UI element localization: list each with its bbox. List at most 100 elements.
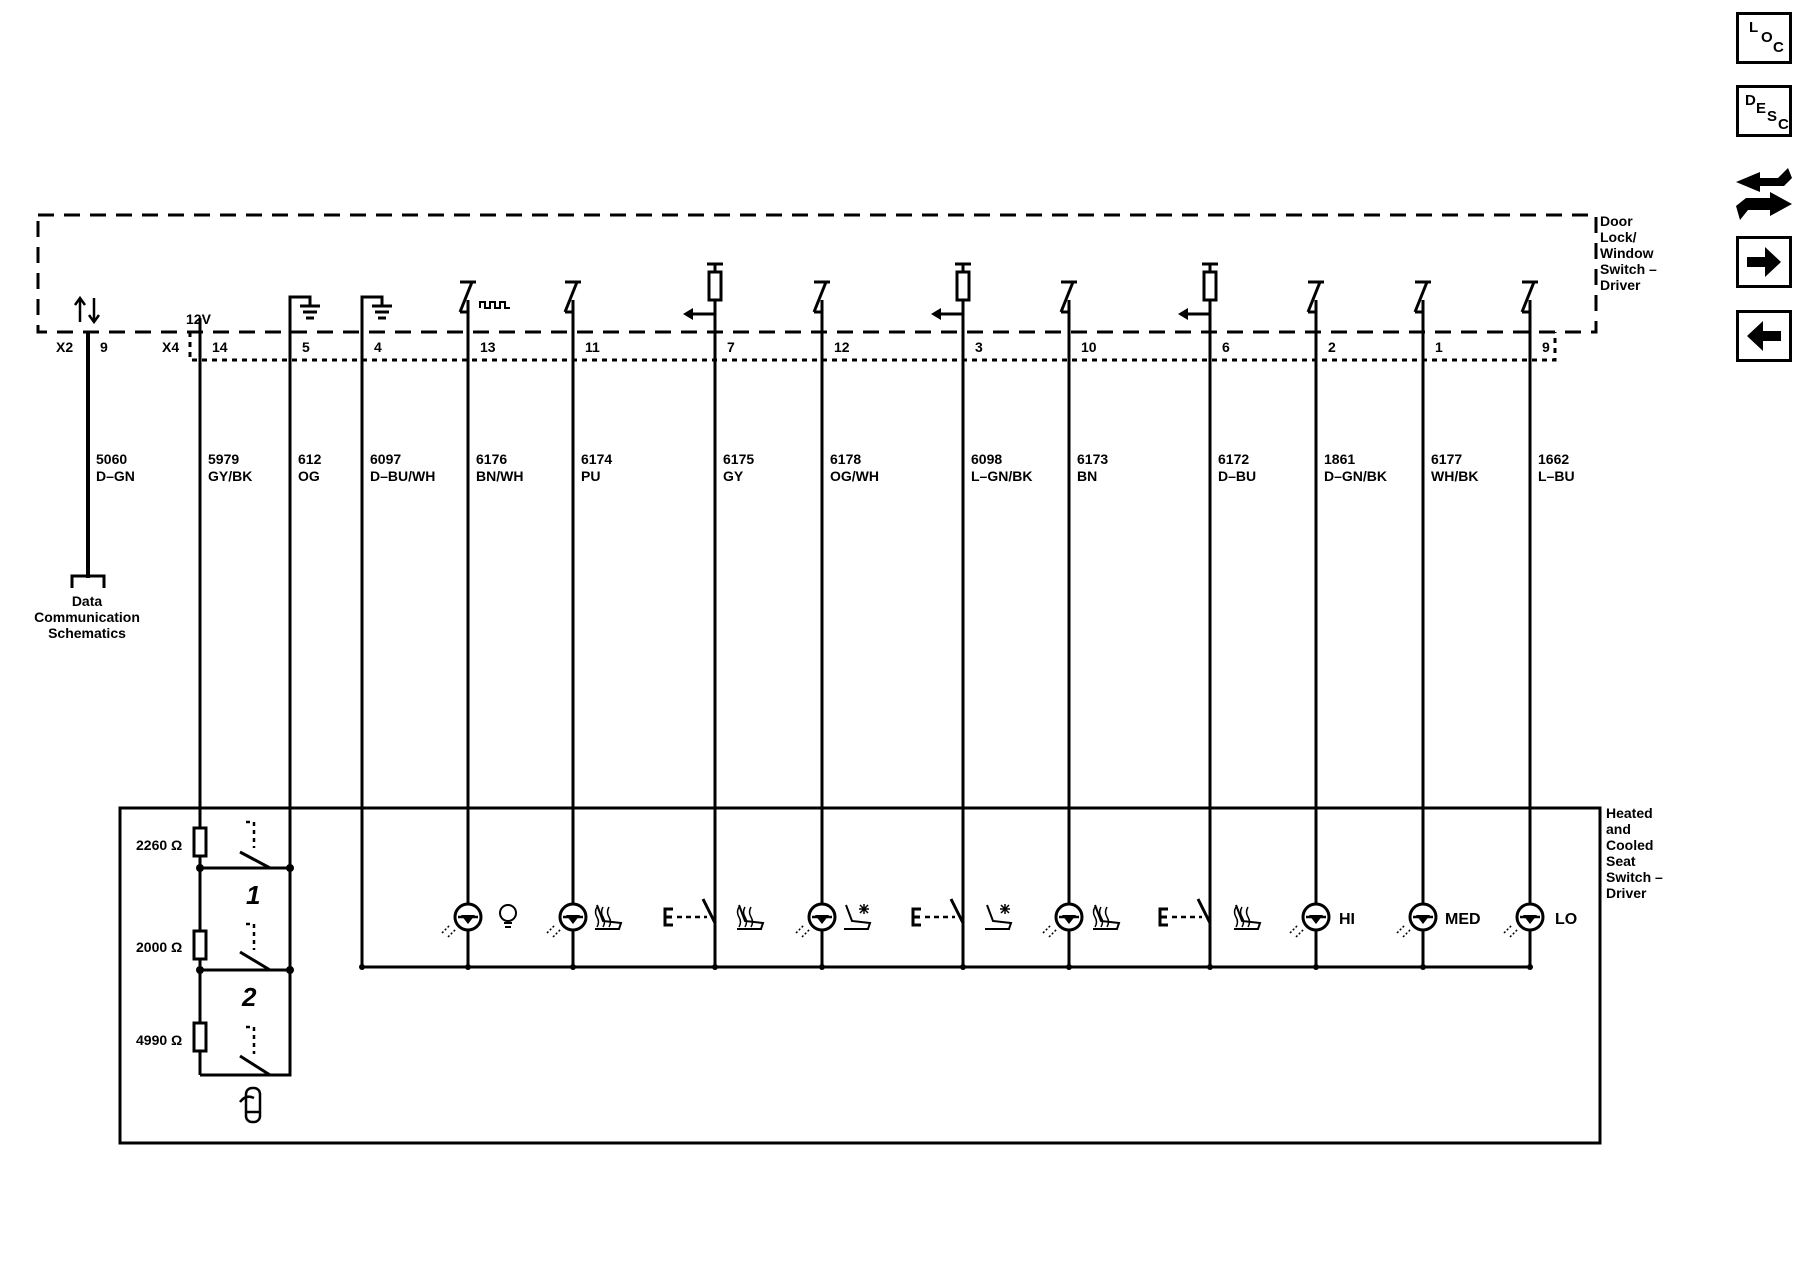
swap-arrows-icon[interactable] xyxy=(1730,164,1796,226)
upper-module-name-line: Door xyxy=(1600,213,1633,229)
snowflake-icon xyxy=(1000,904,1010,914)
junction-dot xyxy=(1207,964,1213,970)
switch-contact-icon xyxy=(812,281,828,313)
pin-number: 4 xyxy=(374,339,382,355)
circuit-number: 6175 xyxy=(723,451,754,467)
circuit-number: 6172 xyxy=(1218,451,1249,467)
wire-color: D–GN xyxy=(96,468,135,484)
pullup-resistor-icon xyxy=(1202,270,1218,302)
memory-switch-2 xyxy=(239,950,271,972)
pin-number: 3 xyxy=(975,339,983,355)
seat-icon xyxy=(737,904,765,930)
circuit-number: 612 xyxy=(298,451,322,467)
resistor-label: 2260 Ω xyxy=(136,837,182,853)
led-icon xyxy=(1062,915,1076,924)
wire-color: D–BU xyxy=(1218,468,1256,484)
resistor-icon xyxy=(192,929,208,961)
led-light-rays-icon xyxy=(801,928,811,938)
input-arrow-icon xyxy=(1178,308,1188,320)
wire-color: D–GN/BK xyxy=(1324,468,1387,484)
led-light-rays-icon xyxy=(447,928,457,938)
lower-module-name-line: Driver xyxy=(1606,885,1647,901)
heat-waves-icon xyxy=(736,906,742,928)
upper-module-name-line: Window xyxy=(1600,245,1654,261)
lamp-icon xyxy=(499,904,517,922)
junction-dot xyxy=(1066,964,1072,970)
wire-color: BN/WH xyxy=(476,468,523,484)
circuit-number: 1662 xyxy=(1538,451,1569,467)
loc-letter: O xyxy=(1761,29,1773,46)
switch-contact-icon xyxy=(563,281,579,313)
wire-color: OG xyxy=(298,468,320,484)
junction-dot xyxy=(1527,964,1533,970)
desc-letter: D xyxy=(1745,92,1756,109)
lower-module-name-line: Seat xyxy=(1606,853,1636,869)
resistor-label: 4990 Ω xyxy=(136,1032,182,1048)
description-view-button[interactable]: D E S C xyxy=(1736,85,1792,137)
input-arrow-icon xyxy=(683,308,693,320)
location-view-button[interactable]: L O C xyxy=(1736,12,1792,64)
junction-dot xyxy=(712,964,718,970)
lower-module-name-line: Cooled xyxy=(1606,837,1653,853)
indicator-label-lo: LO xyxy=(1555,911,1577,928)
pin-number: 13 xyxy=(480,339,496,355)
switch-contact-icon xyxy=(458,281,474,313)
next-page-button[interactable] xyxy=(1736,236,1792,288)
memory-preset-label: 2 xyxy=(241,982,257,1012)
memory-resistor-ladder xyxy=(192,808,294,1077)
heat-waves-icon xyxy=(1098,906,1104,928)
seat-exit-icon xyxy=(239,1086,262,1124)
pin-number: 5 xyxy=(302,339,310,355)
wire-color: GY/BK xyxy=(208,468,252,484)
pushbutton-contact xyxy=(1196,898,1212,924)
junction-dot xyxy=(1313,964,1319,970)
led-icon xyxy=(1309,915,1323,924)
circuit-number: 1861 xyxy=(1324,451,1355,467)
resistor-icon xyxy=(192,1021,208,1053)
circuit-number: 6176 xyxy=(476,451,507,467)
connector-x2-label: X2 xyxy=(56,339,73,355)
lower-module-name-line: Switch – xyxy=(1606,869,1663,885)
led-icon xyxy=(1416,915,1430,924)
pin-number: 11 xyxy=(585,339,600,355)
circuit-number: 6174 xyxy=(581,451,612,467)
switch-contact-icon xyxy=(1413,281,1429,313)
heat-waves-icon xyxy=(1092,906,1098,928)
led-light-rays-icon xyxy=(1295,928,1305,938)
pin-number: 6 xyxy=(1222,339,1230,355)
connector-x4-label: X4 xyxy=(162,339,179,355)
circuit-number: 5979 xyxy=(208,451,239,467)
upper-module-name-line: Lock/ xyxy=(1600,229,1637,245)
junction-dot xyxy=(819,964,825,970)
circuit-number: 6098 xyxy=(971,451,1002,467)
previous-page-button[interactable] xyxy=(1736,310,1792,362)
junction-dot xyxy=(960,964,966,970)
led-light-rays-icon xyxy=(1509,928,1519,938)
desc-letter: C xyxy=(1778,116,1789,133)
seat-icon xyxy=(1093,904,1121,930)
heat-waves-icon xyxy=(1104,906,1110,928)
led-light-rays-icon xyxy=(1503,924,1513,934)
resistor-icon xyxy=(192,826,208,858)
input-arrow-icon xyxy=(931,308,941,320)
circuit-number: 6178 xyxy=(830,451,861,467)
circuit-number: 5060 xyxy=(96,451,127,467)
circuit-number: 6173 xyxy=(1077,451,1108,467)
pushbutton-contact xyxy=(949,898,965,924)
resistor-label: 2000 Ω xyxy=(136,939,182,955)
pin-number: 7 xyxy=(727,339,735,355)
data-comm-label: Schematics xyxy=(48,625,126,641)
junction-dot xyxy=(1420,964,1426,970)
pin-number: 9 xyxy=(1542,339,1550,355)
door-lock-window-switch-outline xyxy=(36,213,1598,334)
circuit-number: 6177 xyxy=(1431,451,1462,467)
led-light-rays-icon xyxy=(552,928,562,938)
lower-module-name-line: and xyxy=(1606,821,1631,837)
data-comm-label: Communication xyxy=(34,609,140,625)
junction-dot xyxy=(465,964,471,970)
led-icon xyxy=(566,915,580,924)
memory-switch-1 xyxy=(239,850,271,870)
memory-switch-exit xyxy=(239,1054,271,1077)
wire-color: PU xyxy=(581,468,600,484)
